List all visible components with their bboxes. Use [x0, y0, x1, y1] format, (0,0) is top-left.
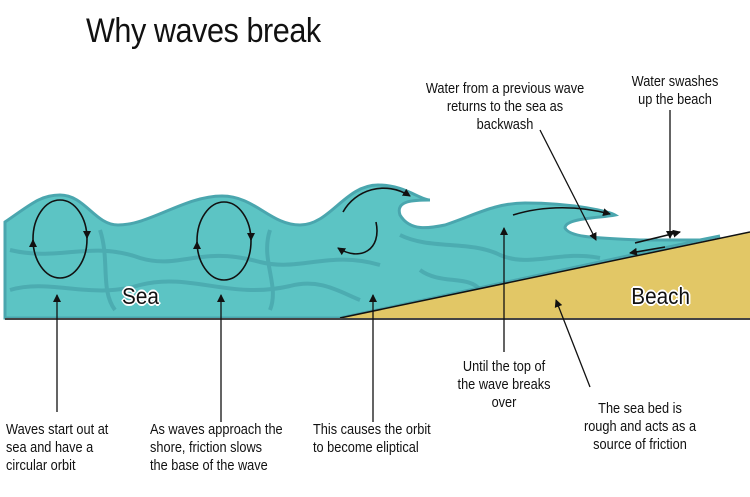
pointer-lines [53, 110, 674, 422]
water-texture [9, 229, 601, 312]
caption-line: circular orbit [6, 458, 76, 474]
caption-line: This causes the orbit [313, 422, 431, 438]
caption-wave-breaks: Until the top of the wave breaks over [451, 358, 557, 412]
caption-line: rough and acts as a [583, 419, 697, 435]
caption-line: over [491, 395, 517, 411]
orbit-arrows [29, 187, 681, 281]
caption-line: backwash [476, 117, 534, 133]
beach-label: Beach [631, 283, 690, 309]
caption-swash: Water swashes up the beach [627, 73, 724, 109]
caption-line: Water from a previous wave [425, 81, 585, 97]
caption-line: the wave breaks [457, 377, 551, 393]
caption-sea-bed: The sea bed is rough and acts as a sourc… [574, 400, 706, 454]
caption-line: source of friction [593, 437, 687, 453]
caption-line: to become eliptical [313, 440, 419, 456]
caption-line: Until the top of [462, 359, 546, 375]
caption-elliptical: This causes the orbit to become eliptica… [313, 421, 431, 457]
caption-friction: As waves approach the shore, friction sl… [150, 421, 283, 475]
sea-label: Sea [122, 283, 159, 309]
caption-line: Waves start out at [6, 422, 109, 438]
caption-line: sea and have a [6, 440, 94, 456]
caption-line: Water swashes [631, 74, 719, 90]
caption-line: shore, friction slows [150, 440, 263, 456]
caption-line: returns to the sea as [446, 99, 564, 115]
caption-backwash: Water from a previous wave returns to th… [417, 80, 593, 134]
caption-line: As waves approach the [150, 422, 283, 438]
caption-circular-orbit: Waves start out at sea and have a circul… [6, 421, 108, 475]
sea-water [3, 183, 721, 320]
caption-line: the base of the wave [150, 458, 268, 474]
caption-line: up the beach [638, 92, 712, 108]
diagram-title: Why waves break [86, 12, 321, 50]
caption-line: The sea bed is [598, 401, 682, 417]
